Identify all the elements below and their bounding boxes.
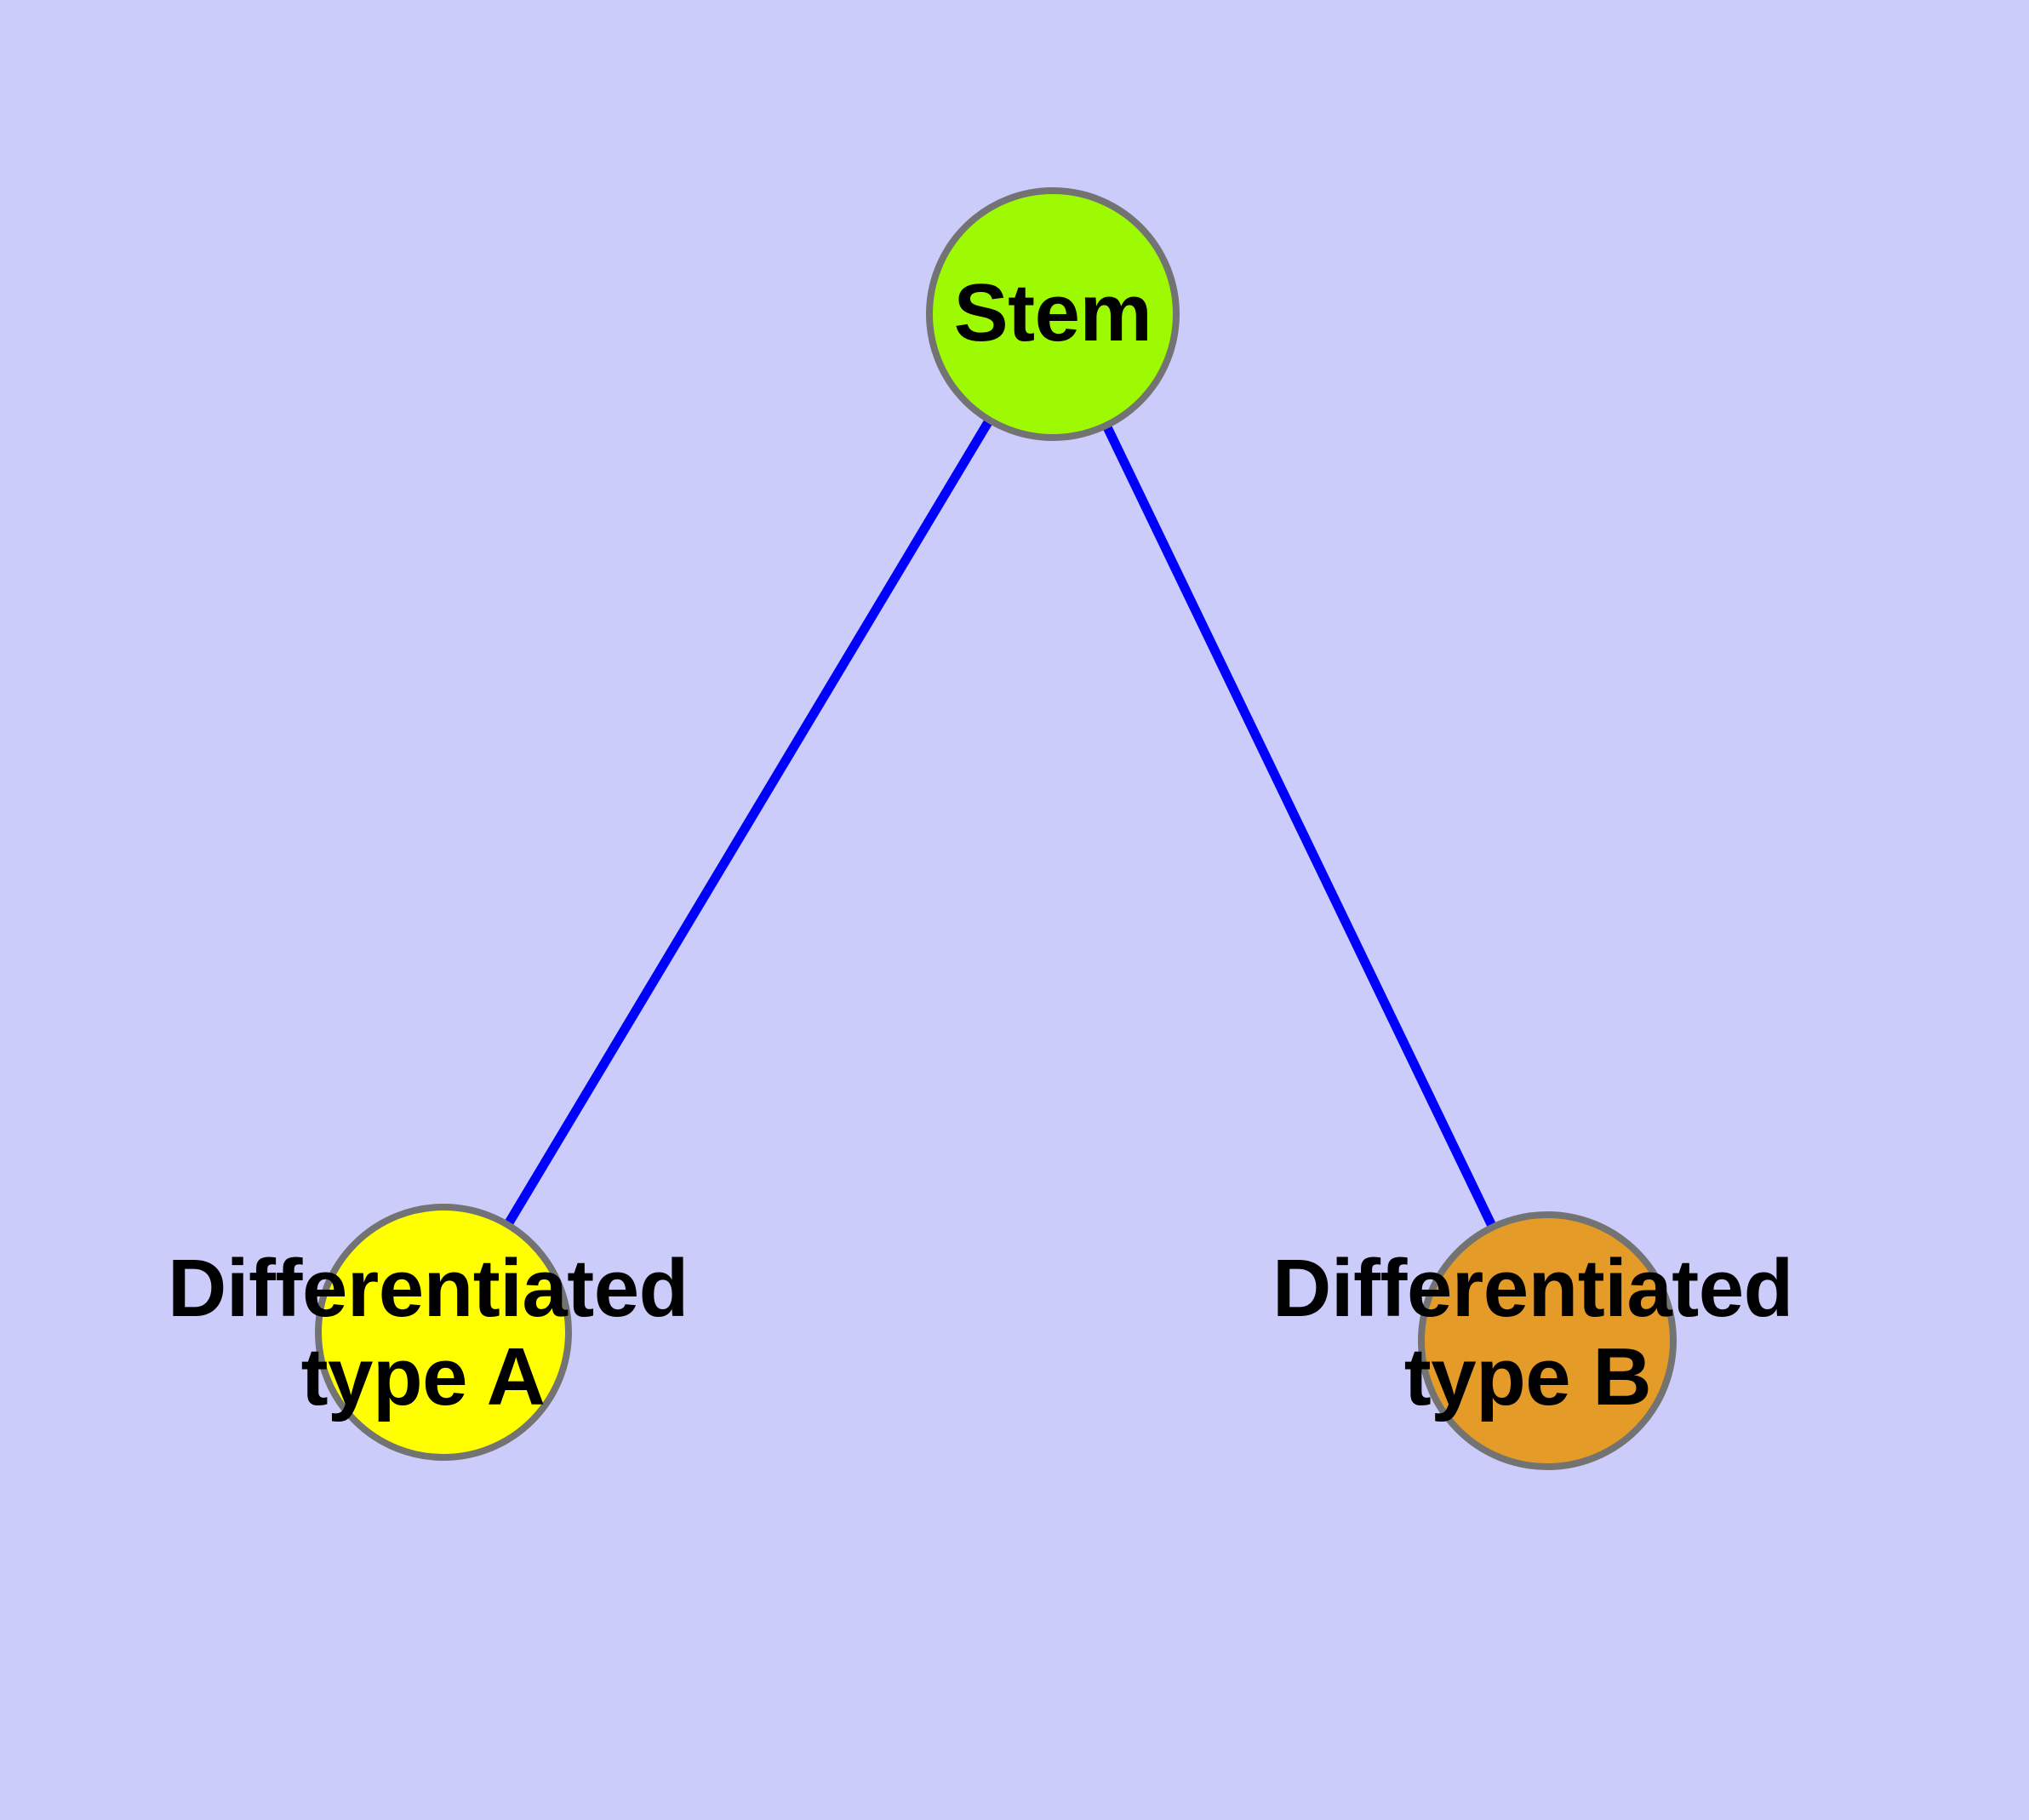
node-stem[interactable]	[926, 187, 1180, 441]
node-differentiated-type-a[interactable]	[315, 1204, 572, 1461]
edge-stem-to-differentiated-type-a	[439, 312, 1057, 1335]
edge-stem-to-differentiated-type-b	[1049, 312, 1552, 1343]
node-differentiated-type-b[interactable]	[1418, 1211, 1677, 1470]
